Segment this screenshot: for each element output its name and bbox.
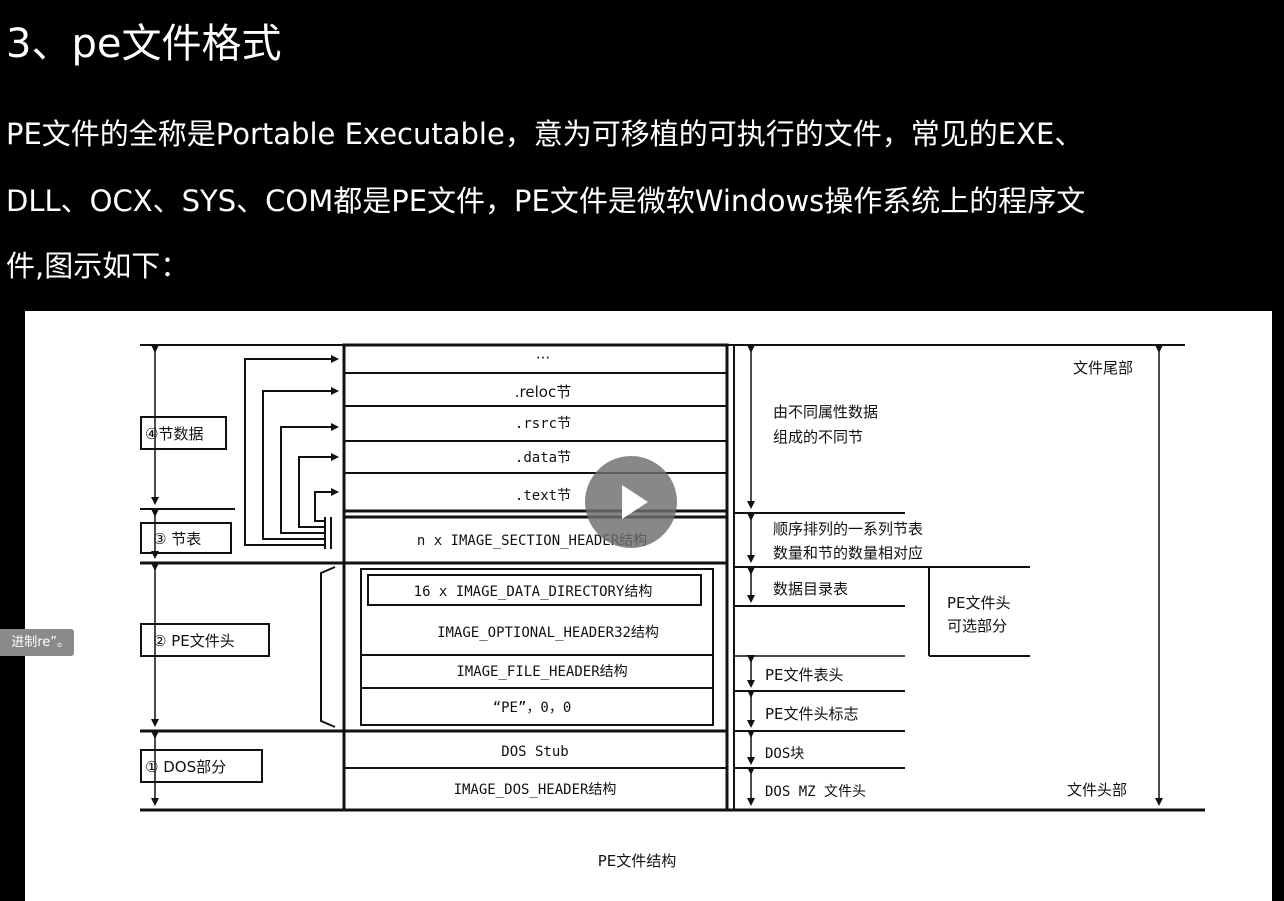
block-data-directory: 16 x IMAGE_DATA_DIRECTORY结构	[414, 584, 653, 600]
block-data: .data节	[515, 450, 571, 466]
block-dos-header: IMAGE_DOS_HEADER结构	[454, 782, 617, 798]
intro-line-3: 件,图示如下：	[6, 249, 190, 283]
label-optional-part-2: 可选部分	[947, 617, 1007, 635]
play-icon	[622, 485, 648, 519]
label-file-tail: 文件尾部	[1073, 359, 1133, 377]
diagram-caption: PE文件结构	[598, 852, 677, 870]
label-pe-file-table-header: PE文件表头	[765, 666, 844, 684]
stack-outline	[342, 343, 729, 812]
label-data-directory-table: 数据目录表	[773, 580, 848, 598]
label-sections-desc-2: 组成的不同节	[773, 428, 863, 446]
label-dos-mz-header: DOS MZ 文件头	[765, 784, 866, 800]
diagram-canvas: ④节数据 ③ 节表 ② PE文件头 ① DOS部分 ··· .reloc节 .r…	[140, 343, 1205, 870]
label-file-head: 文件头部	[1067, 781, 1127, 799]
block-ellipsis: ···	[536, 349, 550, 367]
block-file-header: IMAGE_FILE_HEADER结构	[456, 664, 627, 680]
block-text: .text节	[515, 488, 571, 504]
pe-header-group-box	[360, 568, 714, 726]
video-play-button[interactable]	[585, 456, 677, 548]
intro-line-2: DLL、OCX、SYS、COM都是PE文件，PE文件是微软Windows操作系统…	[6, 184, 1086, 218]
block-optional-header: IMAGE_OPTIONAL_HEADER32结构	[437, 625, 659, 641]
intro-line-1: PE文件的全称是Portable Executable，意为可移植的可执行的文件…	[6, 117, 1084, 151]
label-pe-header-signature: PE文件头标志	[765, 705, 859, 723]
label-pe-header: ② PE文件头	[153, 632, 235, 650]
label-section-table: ③ 节表	[153, 530, 201, 548]
block-reloc: .reloc节	[515, 383, 571, 401]
label-dos-part: ① DOS部分	[145, 758, 226, 776]
side-tooltip: 进制re”。	[0, 629, 74, 656]
label-section-data: ④节数据	[145, 425, 203, 443]
label-dos-block: DOS块	[765, 746, 804, 762]
block-pe-signature: “PE”，0，0	[493, 700, 572, 716]
block-rsrc: .rsrc节	[515, 416, 571, 432]
label-section-table-desc-1: 顺序排列的一系列节表	[773, 520, 923, 538]
block-dos-stub: DOS Stub	[501, 744, 568, 760]
block-section-header: n x IMAGE_SECTION_HEADER结构	[417, 533, 647, 549]
data-directory-box	[367, 574, 702, 606]
pe-structure-diagram: ④节数据 ③ 节表 ② PE文件头 ① DOS部分 ··· .reloc节 .r…	[25, 311, 1272, 901]
label-optional-part-1: PE文件头	[947, 594, 1011, 612]
label-sections-desc-1: 由不同属性数据	[773, 403, 878, 421]
label-section-table-desc-2: 数量和节的数量相对应	[773, 544, 923, 562]
page-heading: 3、pe文件格式	[6, 21, 282, 67]
